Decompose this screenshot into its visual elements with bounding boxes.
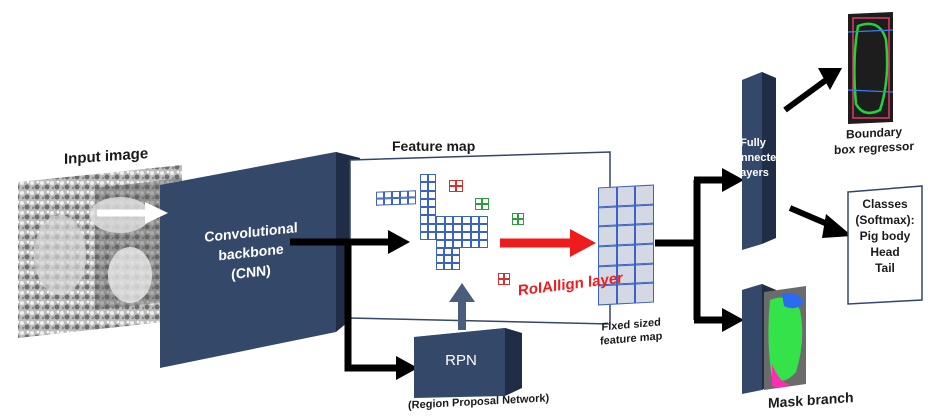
roi-grid-red-1 (449, 180, 463, 192)
roi-grid-green-2 (512, 213, 524, 225)
boundary-box-image (847, 12, 894, 124)
classes-line1: Classes (862, 197, 908, 211)
roi-grid-small-blue (376, 190, 416, 206)
backbone-to-rpn-arrow (344, 242, 418, 380)
fc-label-line3: layers (737, 167, 769, 179)
classes-line5: Tail (875, 261, 895, 275)
split-arrows (655, 168, 744, 332)
feature-map-label: Feature map (392, 138, 476, 154)
roi-grid-blue-lower (436, 248, 460, 270)
classes-box (847, 185, 923, 305)
roialign-arrow (500, 229, 596, 257)
input-arrow (97, 202, 168, 224)
roi-grid-blue-main (436, 216, 488, 248)
classes-label: Classes (Softmax): Pig body Head Tail (849, 196, 921, 276)
fc-to-classes-arrow (788, 205, 852, 238)
rpn-label: RPN (445, 352, 477, 369)
input-image (18, 165, 182, 338)
backbone-to-feature-arrow (290, 230, 410, 254)
fc-label-line1: Fully (740, 137, 766, 149)
classes-line3: Pig body (859, 229, 911, 243)
fully-connected-block (742, 72, 776, 250)
fixed-feature-map-label: Fixed sized feature map (600, 315, 662, 348)
mask-output-image (764, 286, 806, 390)
roi-grid-green-1 (475, 198, 489, 210)
fc-label-line2: connected (728, 152, 784, 164)
roi-grid-blue-vertical (420, 174, 436, 240)
roi-grid-red-2 (498, 273, 510, 285)
rpn-block (414, 328, 522, 398)
fc-to-boundary-arrow (783, 68, 842, 113)
classes-line2: (Softmax): (855, 213, 915, 227)
boundary-box-label: Boundary box regressor (834, 124, 914, 158)
classes-line4: Head (870, 245, 900, 259)
rpn-to-feature-arrow (449, 283, 475, 330)
